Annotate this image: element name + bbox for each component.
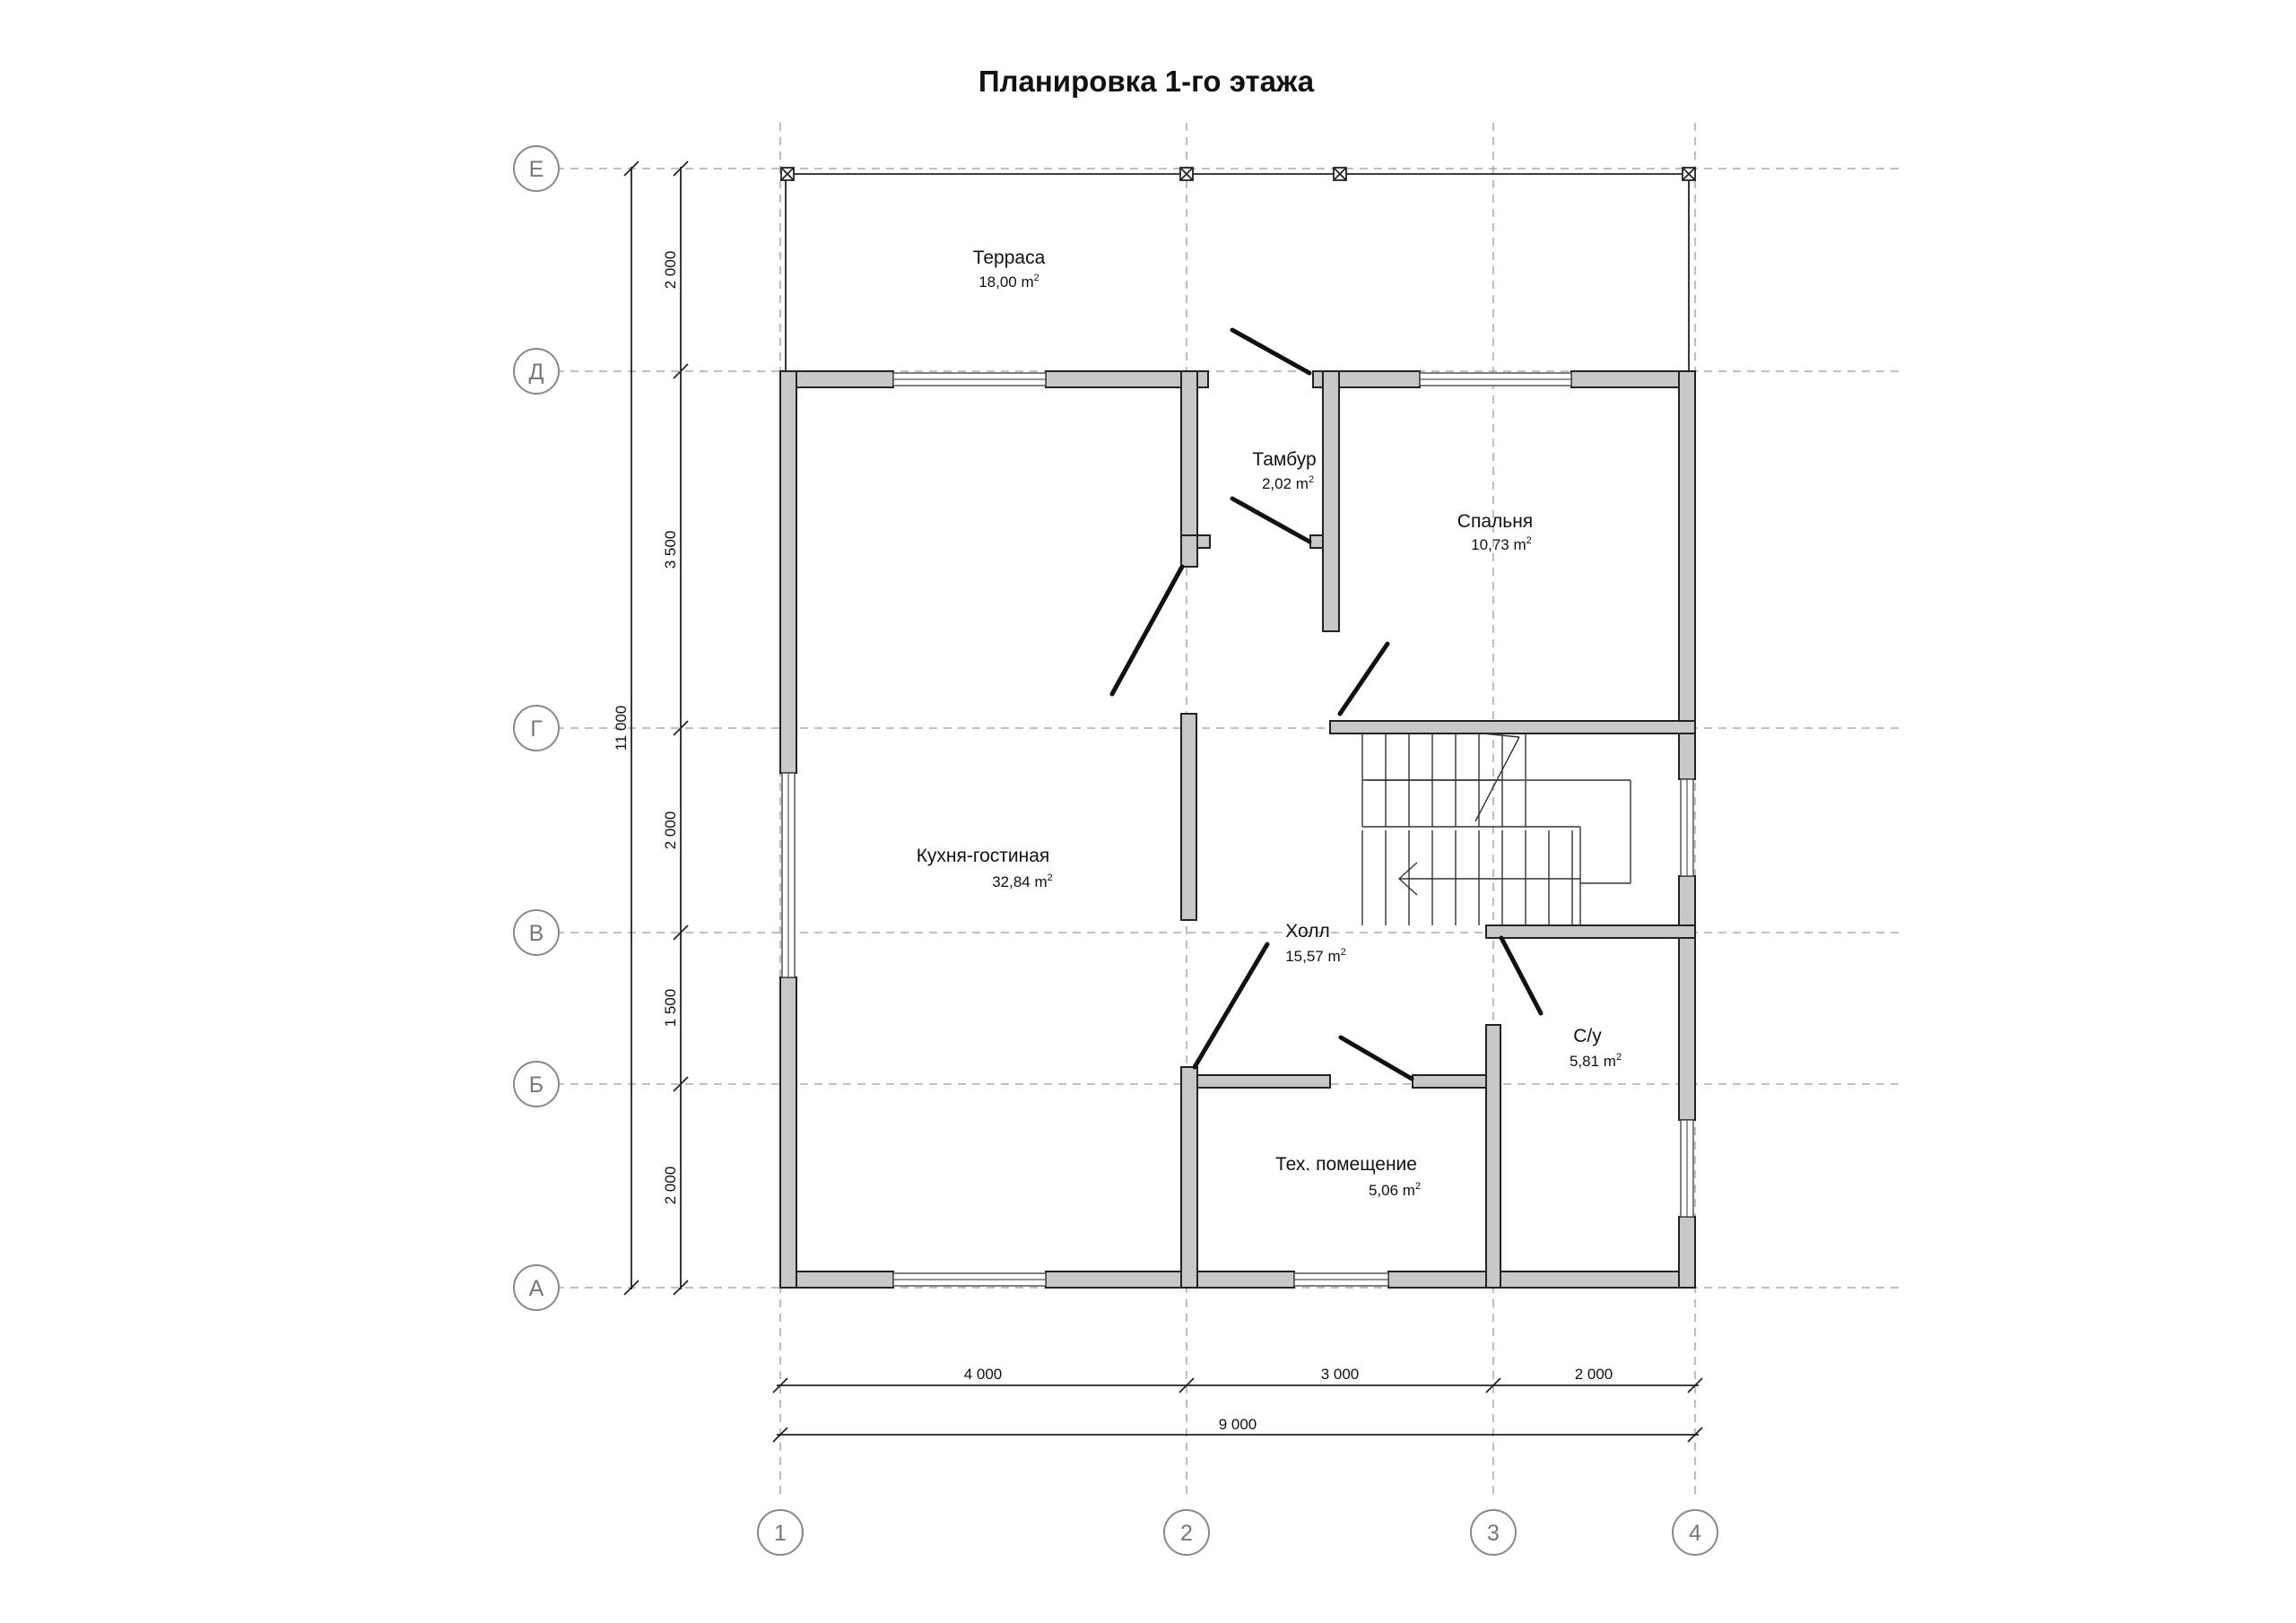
room-area: 2,02 m2 xyxy=(1262,474,1314,492)
room-area: 10,73 m2 xyxy=(1471,535,1532,553)
terrace-post xyxy=(1179,167,1194,181)
door-leaf xyxy=(1337,641,1390,716)
dim-horizontal-total: 9 000 xyxy=(1219,1416,1257,1433)
room-wc: С/у 5,81 m2 xyxy=(1570,1026,1622,1070)
plan-title: Планировка 1-го этажа xyxy=(978,65,1315,98)
door-leaf xyxy=(1338,1035,1414,1081)
door-leaf xyxy=(1109,564,1185,697)
room-name: Тамбур xyxy=(1252,449,1316,470)
window xyxy=(1680,1119,1694,1218)
axis-col-label: 4 xyxy=(1689,1521,1701,1546)
dim-vertical: 2 000 xyxy=(662,1167,679,1205)
room-terrace: Терраса 18,00 m2 xyxy=(973,247,1046,291)
dim-vertical: 3 500 xyxy=(662,531,679,569)
room-name: Холл xyxy=(1285,921,1330,942)
room-name: С/у xyxy=(1573,1026,1602,1046)
room-name: Терраса xyxy=(973,247,1046,268)
room-hall: Холл 15,57 m2 xyxy=(1285,921,1346,965)
room-name: Кухня-гостиная xyxy=(917,846,1050,866)
grid-lines xyxy=(556,123,1901,1497)
windows xyxy=(781,372,1694,1287)
row-axis-bubbles: Е Д Г В Б А xyxy=(513,145,560,1311)
terrace-post xyxy=(1682,167,1696,181)
axis-row-label: Г xyxy=(530,716,543,742)
door-leaf xyxy=(1192,942,1270,1070)
window xyxy=(1293,1272,1389,1287)
terrace-post xyxy=(1333,167,1347,181)
vertical-dimensions: 2 000 3 500 2 000 1 500 2 000 11 000 xyxy=(613,161,689,1296)
dim-vertical: 1 500 xyxy=(662,989,679,1028)
axis-row-label: А xyxy=(529,1276,544,1301)
axis-row-label: Е xyxy=(529,157,544,182)
window xyxy=(892,372,1047,386)
window xyxy=(892,1272,1047,1287)
terrace-post xyxy=(780,167,795,181)
room-area: 18,00 m2 xyxy=(978,273,1039,291)
room-tambur: Тамбур 2,02 m2 xyxy=(1252,449,1316,492)
dim-horizontal: 3 000 xyxy=(1321,1366,1360,1383)
staircase xyxy=(1361,733,1631,925)
doors xyxy=(1109,327,1544,1081)
room-name: Спальня xyxy=(1457,511,1533,532)
room-area: 32,84 m2 xyxy=(992,872,1053,890)
axis-col-label: 3 xyxy=(1487,1521,1500,1546)
axis-row-label: Б xyxy=(529,1072,544,1098)
window xyxy=(1419,372,1572,386)
dim-horizontal: 4 000 xyxy=(964,1366,1003,1383)
room-area: 5,81 m2 xyxy=(1570,1052,1622,1070)
horizontal-dimensions: 4 000 3 000 2 000 9 000 xyxy=(772,1366,1703,1443)
room-bedroom: Спальня 10,73 m2 xyxy=(1457,511,1533,553)
dim-vertical: 2 000 xyxy=(662,812,679,850)
room-name: Тех. помещение xyxy=(1275,1154,1417,1175)
room-kitchen-living: Кухня-гостиная 32,84 m2 xyxy=(917,846,1053,890)
terrace xyxy=(780,167,1696,371)
axis-row-label: Д xyxy=(529,360,544,385)
room-tech: Тех. помещение 5,06 m2 xyxy=(1275,1154,1421,1199)
dim-vertical-total: 11 000 xyxy=(613,706,630,751)
axis-col-label: 2 xyxy=(1180,1521,1193,1546)
column-axis-bubbles: 1 2 3 4 xyxy=(757,1509,1718,1556)
room-area: 5,06 m2 xyxy=(1369,1181,1421,1199)
axis-col-label: 1 xyxy=(774,1521,787,1546)
window xyxy=(781,772,796,978)
door-leaf xyxy=(1230,496,1312,544)
room-area: 15,57 m2 xyxy=(1285,947,1346,965)
door-leaf xyxy=(1230,327,1312,376)
axis-row-label: В xyxy=(529,921,544,946)
room-labels: Терраса 18,00 m2 Тамбур 2,02 m2 Спальня … xyxy=(917,247,1622,1199)
dim-vertical: 2 000 xyxy=(662,251,679,290)
walls xyxy=(779,370,1696,1289)
window xyxy=(1680,778,1694,877)
door-leaf xyxy=(1499,935,1544,1016)
dim-horizontal: 2 000 xyxy=(1575,1366,1613,1383)
